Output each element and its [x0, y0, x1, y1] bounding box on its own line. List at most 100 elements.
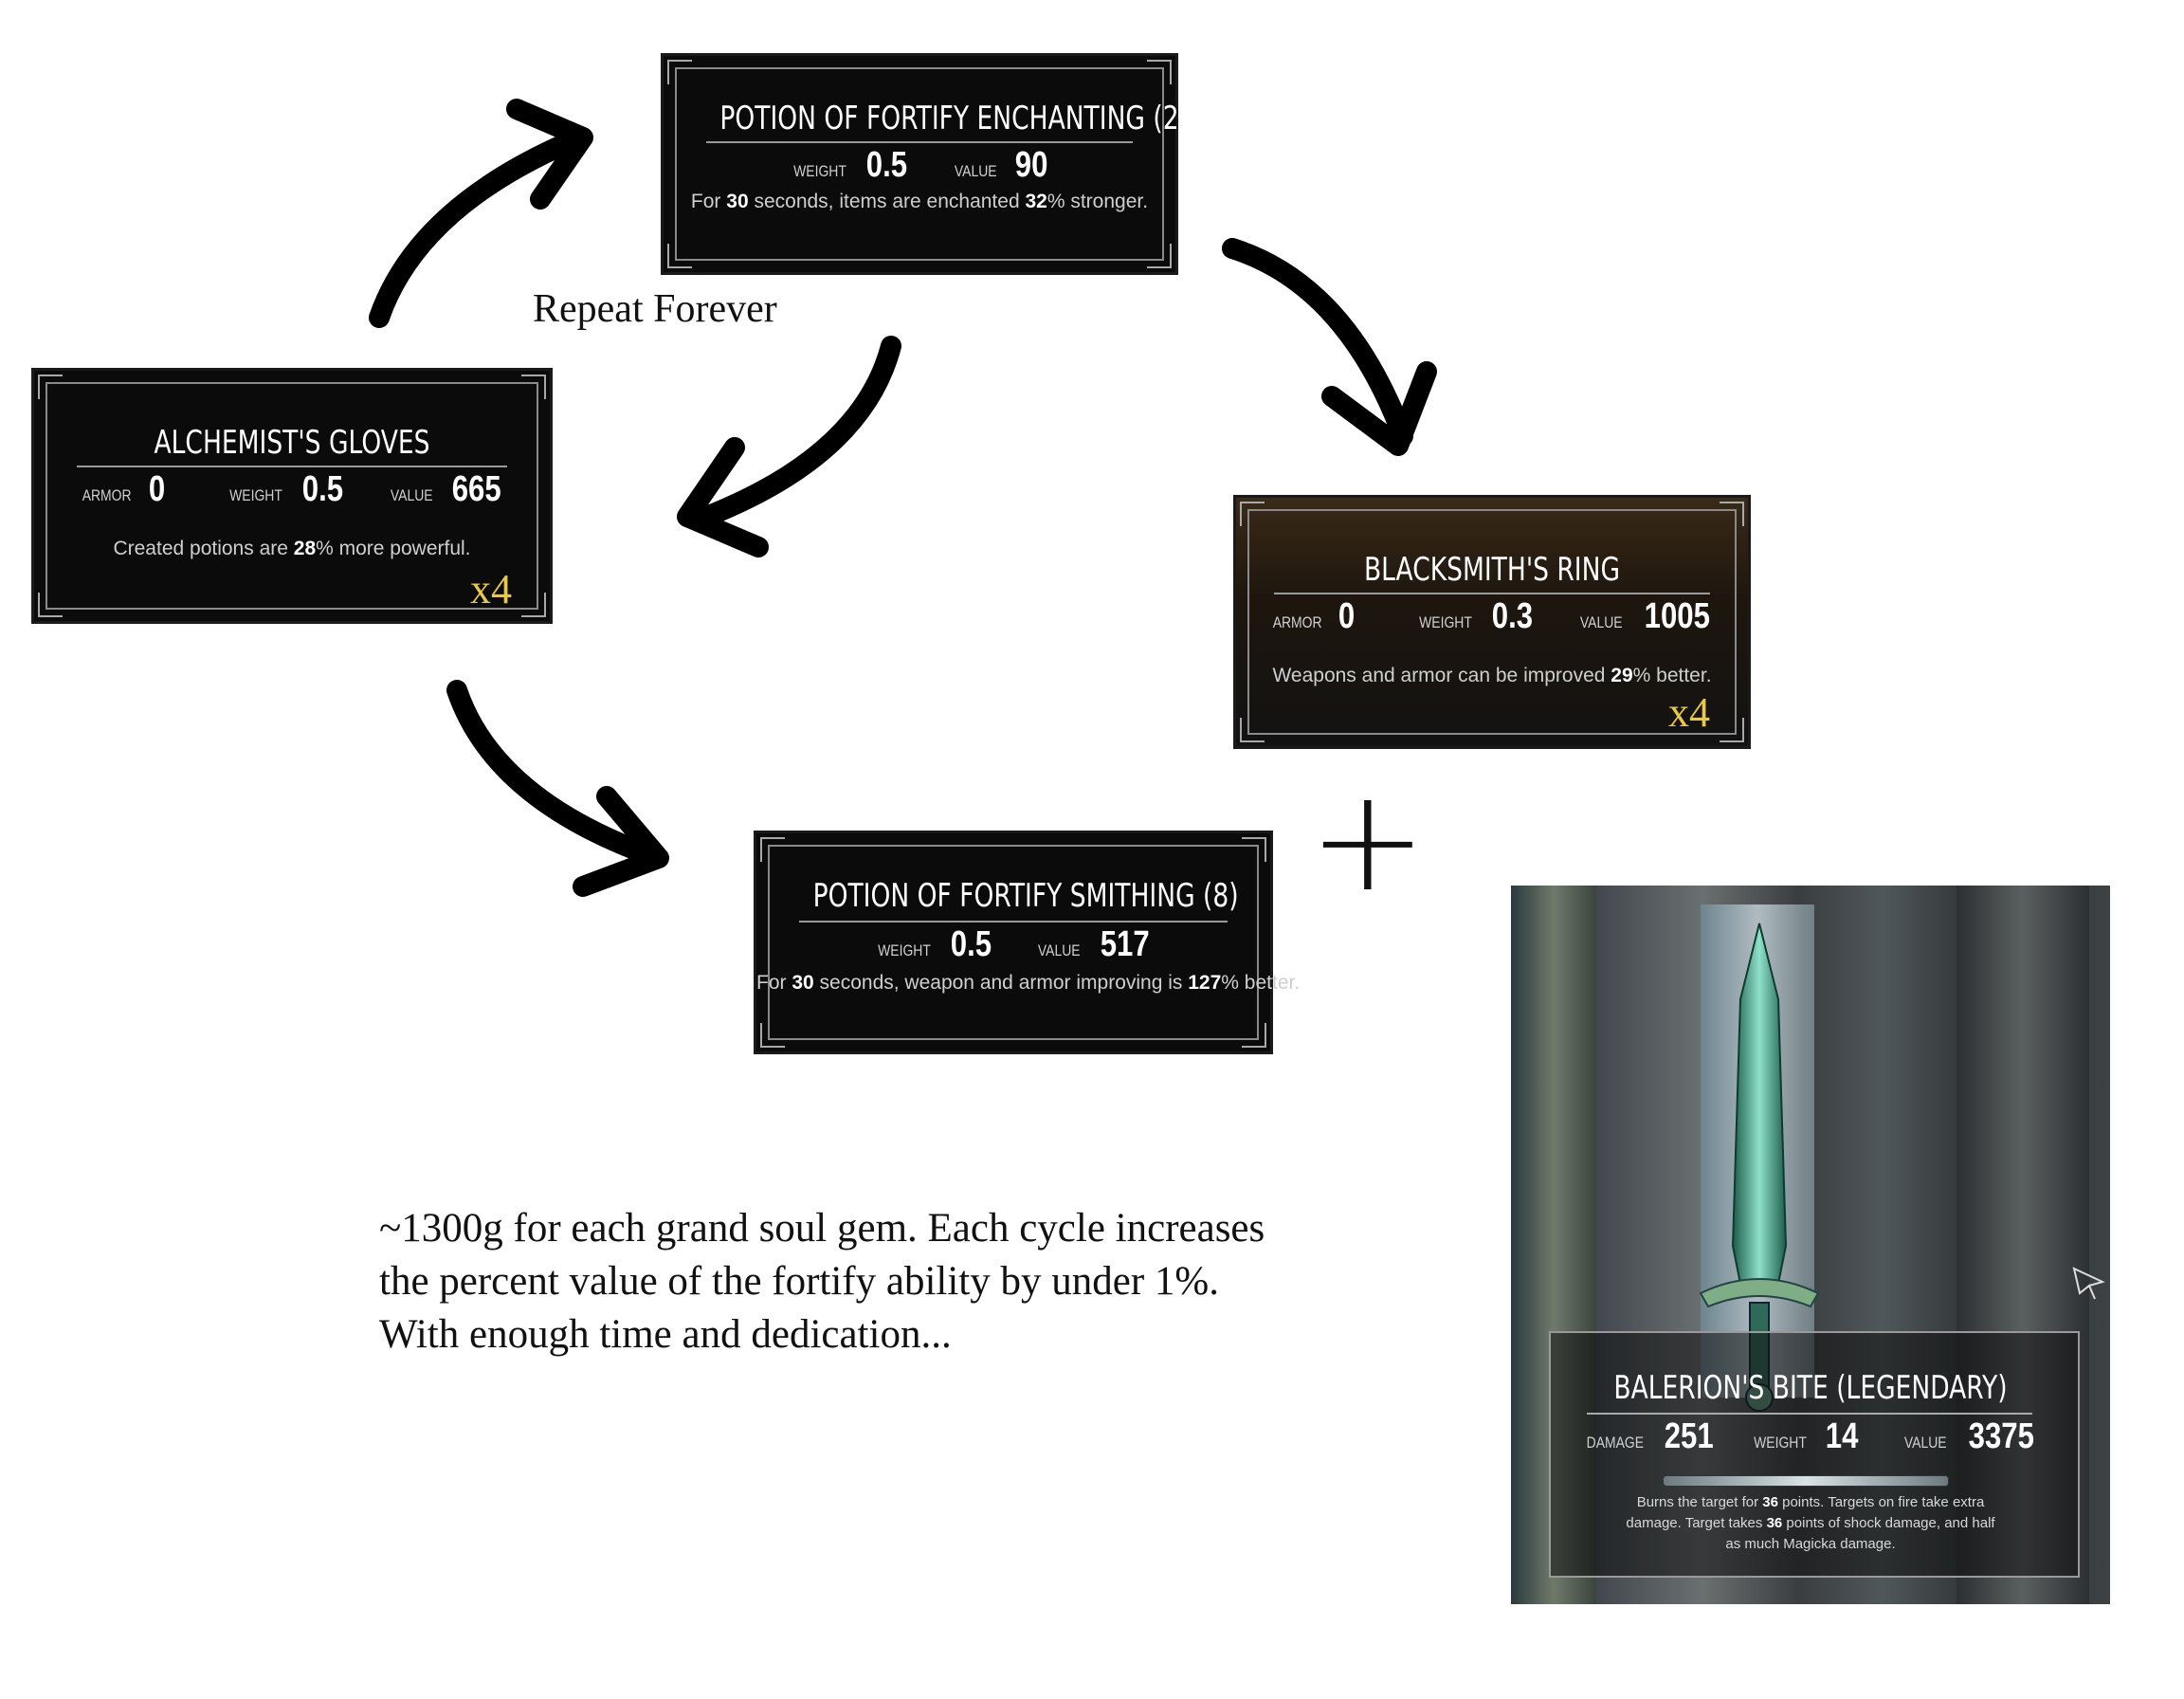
corner-ornament [1242, 1023, 1266, 1048]
desc-text: seconds, weapon and armor improving is [813, 972, 1189, 994]
item-title: BALERION'S BITE (LEGENDARY) [1613, 1369, 2008, 1407]
card-fortify-enchanting: POTION OF FORTIFY ENCHANTING (27) WEIGHT… [661, 53, 1205, 275]
desc-number: 36 [1766, 1515, 1783, 1531]
stat-weight: WEIGHT 0.5 [872, 924, 996, 965]
stat-label: VALUE [390, 486, 433, 504]
stat-weight: WEIGHT 14 [1748, 1416, 1862, 1457]
stat-label: WEIGHT [228, 486, 282, 504]
stat-label: VALUE [1904, 1434, 1947, 1452]
stat-value: 14 [1825, 1416, 1859, 1456]
multiplier-badge: x4 [470, 566, 512, 612]
arrow-gloves-to-enchanting-head [506, 99, 593, 210]
multiplier-badge: x4 [1668, 689, 1710, 736]
stat-value: 1005 [1644, 596, 1710, 636]
stat-armor: ARMOR 0 [1267, 596, 1356, 637]
corner-ornament [760, 837, 785, 862]
arrow-enchanting-to-gloves [696, 336, 901, 527]
arrow-gloves-to-smithing-head [573, 786, 669, 897]
stat-value: 665 [451, 469, 501, 509]
corner-ornament [1147, 60, 1172, 84]
repeat-forever-label: Repeat Forever [533, 287, 777, 331]
stat-value: 0 [1338, 596, 1356, 636]
corner-ornament [38, 593, 63, 617]
stat-weight: WEIGHT 0.5 [788, 145, 912, 186]
stat-label: WEIGHT [1419, 613, 1473, 631]
stat-value: 0.5 [301, 469, 343, 509]
stat-label: WEIGHT [877, 941, 931, 959]
stat-value: 90 [1014, 145, 1047, 185]
card-blacksmiths-ring: BLACKSMITH'S RING ARMOR 0 WEIGHT 0.3 VALUE… [1233, 495, 1751, 749]
corner-ornament [760, 1023, 785, 1048]
desc-number: 28 [293, 538, 317, 559]
desc-text: Created potions are [113, 538, 294, 559]
title-rule [77, 466, 507, 467]
corner-ornament [1242, 837, 1266, 862]
stat-label: ARMOR [1272, 613, 1322, 631]
item-stats: WEIGHT 0.5 VALUE 517 [756, 924, 1270, 965]
stat-weight: WEIGHT 0.3 [1413, 596, 1538, 637]
stat-value: 0.3 [1492, 596, 1534, 636]
corner-ornament [1147, 244, 1172, 268]
title-rule [1274, 593, 1710, 594]
corner-ornament [521, 375, 546, 399]
arrow-gloves-to-smithing [446, 680, 655, 864]
stat-label: VALUE [1038, 941, 1082, 959]
stat-value: 517 [1100, 924, 1150, 964]
title-rule [799, 921, 1228, 923]
corner-ornament [667, 60, 692, 84]
title-rule [1587, 1413, 2032, 1415]
stat-value-gold: VALUE 90 [950, 145, 1051, 186]
corner-ornament [667, 244, 692, 268]
desc-text: % more powerful. [316, 538, 471, 559]
desc-number: 30 [792, 972, 814, 994]
desc-line: Burns the target for 36 points. Targets … [1568, 1492, 2053, 1513]
corner-ornament [1240, 718, 1265, 742]
stat-value: 0.5 [865, 145, 908, 185]
desc-text: % better. [1221, 972, 1301, 994]
item-stats: ARMOR 0 WEIGHT 0.5 VALUE 665 [34, 469, 550, 510]
stat-value: 0.5 [950, 924, 992, 964]
note-line: With enough time and dedication... [379, 1312, 952, 1357]
item-stats: WEIGHT 0.5 VALUE 90 [664, 145, 1175, 186]
desc-text: seconds, items are enchanted [748, 191, 1026, 212]
desc-line: as much Magicka damage. [1725, 1536, 1896, 1552]
plus-sign: + [1308, 758, 1428, 923]
desc-text: % better. [1632, 665, 1712, 686]
note-line: ~1300g for each grand soul gem. Each cyc… [379, 1206, 1265, 1251]
desc-text: damage. Target takes [1626, 1515, 1767, 1531]
desc-text: points. Targets on fire take extra [1777, 1494, 1985, 1510]
item-title: POTION OF FORTIFY ENCHANTING (27) [719, 100, 1205, 137]
item-description: Created potions are 28% more powerful. [34, 538, 550, 560]
desc-text: For [756, 972, 792, 994]
title-rule [706, 141, 1133, 143]
desc-text: Weapons and armor can be improved [1272, 665, 1611, 686]
arrow-enchanting-to-gloves-head [677, 437, 769, 557]
item-title: ALCHEMIST'S GLOVES [154, 424, 430, 462]
stat-weight: WEIGHT 0.5 [224, 469, 348, 510]
stat-label: WEIGHT [793, 162, 847, 180]
desc-line: damage. Target takes 36 points of shock … [1568, 1513, 2053, 1534]
desc-number: 32 [1025, 191, 1047, 212]
arrow-enchanting-to-ring [1222, 238, 1413, 447]
corner-ornament [1720, 718, 1744, 742]
desc-number: 36 [1762, 1494, 1778, 1510]
note-text: ~1300g for each grand soul gem. Each cyc… [379, 1202, 1265, 1361]
corner-ornament [1240, 502, 1265, 526]
item-title: BLACKSMITH'S RING [1363, 551, 1621, 589]
stat-label: ARMOR [82, 486, 133, 504]
item-card-overlay [1549, 1331, 2080, 1578]
stat-label: WEIGHT [1753, 1434, 1807, 1452]
stat-armor: ARMOR 0 [77, 469, 166, 510]
arrow-gloves-to-enchanting [369, 132, 579, 328]
stat-label: VALUE [954, 162, 997, 180]
stat-value: 0 [148, 469, 165, 509]
stat-value-gold: VALUE 517 [1033, 924, 1155, 965]
desc-number: 127 [1188, 972, 1222, 994]
